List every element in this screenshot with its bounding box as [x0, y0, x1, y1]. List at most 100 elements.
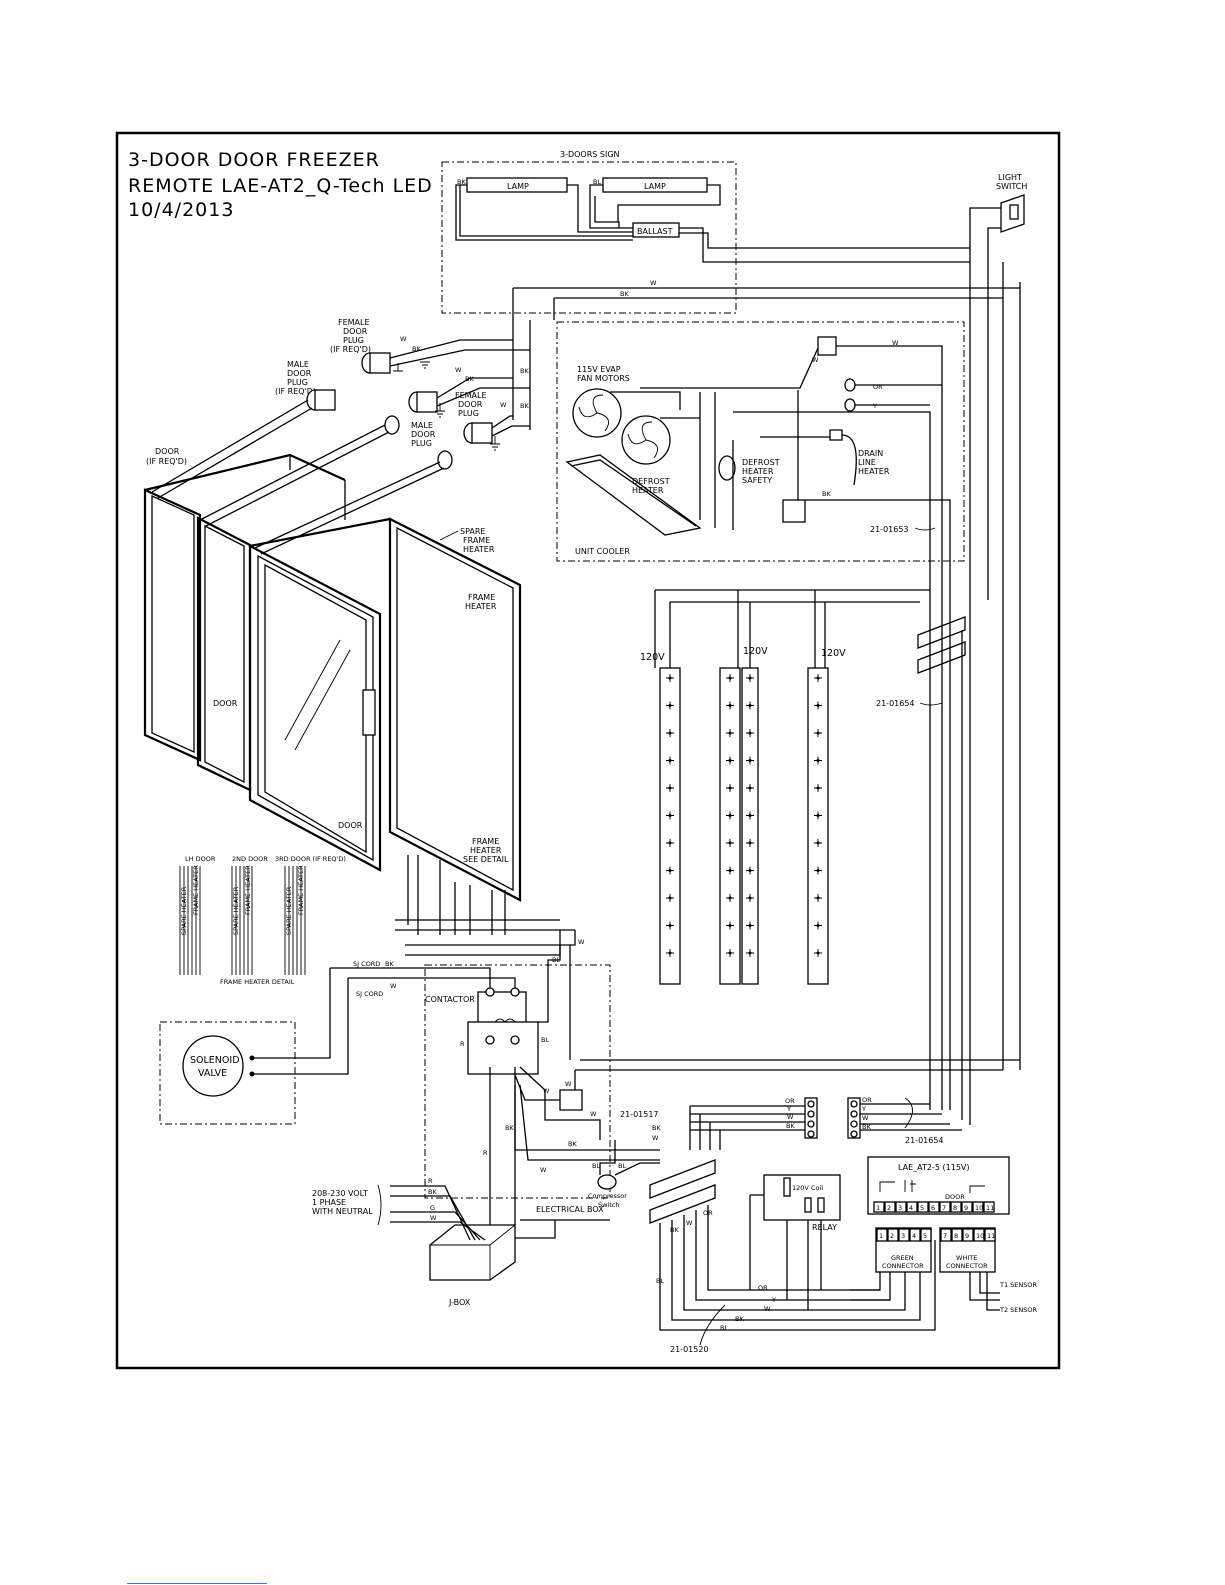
- led-diode: [814, 894, 822, 902]
- cable-1654-a: 21-01654: [876, 699, 915, 708]
- controller-terminal: [895, 1201, 907, 1213]
- cb-w: W: [787, 1113, 794, 1121]
- controller-terminal: [961, 1201, 973, 1213]
- led-diode: [726, 701, 734, 710]
- led-diode: [746, 949, 754, 957]
- cs-bk-1: BK: [652, 1124, 661, 1132]
- fd-caption: FRAME HEATER DETAIL: [220, 978, 295, 986]
- fan-label-1: 115V EVAP: [577, 365, 621, 374]
- led-diode: [726, 839, 734, 847]
- led-diode: [726, 866, 734, 875]
- controller-terminal: [939, 1201, 951, 1213]
- h-or-2: OR: [758, 1284, 768, 1292]
- el-r: R: [483, 1149, 488, 1157]
- connector-block-1: [804, 1097, 818, 1139]
- unit-cooler-label: UNIT COOLER: [575, 547, 630, 556]
- female-plug-2-l2: DOOR: [458, 400, 483, 409]
- cont-bl: BL: [541, 1036, 549, 1044]
- led-diode: [746, 756, 754, 765]
- cable-1520: 21-01520: [670, 1345, 709, 1354]
- connector-cell-number: 10: [976, 1232, 984, 1240]
- led-diode: [726, 729, 734, 737]
- terminal-number: 11: [986, 1204, 994, 1212]
- connector-cell-number: 7: [943, 1232, 947, 1240]
- safety-l3: SAFETY: [742, 476, 772, 485]
- cable-1653: 21-01653: [870, 525, 909, 534]
- frame-see-l3: SEE DETAIL: [463, 855, 509, 864]
- terminal-number: 4: [909, 1204, 913, 1212]
- led-strip-2b: [741, 667, 759, 985]
- male-plug-1-l3: PLUG: [287, 378, 308, 387]
- cs-bl-1: BL: [592, 1162, 600, 1170]
- h-bk: BK: [670, 1226, 679, 1234]
- spare-heater-label: SPARE HEATER: [180, 886, 188, 935]
- contactor-label: CONTACTOR: [425, 995, 475, 1004]
- el-w-4: W: [590, 1110, 597, 1118]
- female-plug-1-l1: FEMALE: [338, 318, 370, 327]
- led-v3: 120V: [821, 648, 846, 659]
- plug-w-1: W: [400, 335, 407, 343]
- controller-terminal: [983, 1201, 995, 1213]
- uc-w2: W: [812, 356, 819, 364]
- drain-l3: HEATER: [858, 467, 890, 476]
- t1-sensor: T1 SENSOR: [999, 1281, 1038, 1289]
- unit-cooler: UNIT COOLER 115V EVAP FAN MOTORS DEFROST…: [556, 321, 965, 580]
- led-strip-1: [659, 667, 681, 985]
- t2-sensor: T2 SENSOR: [999, 1306, 1038, 1314]
- relay: [763, 1174, 841, 1221]
- plug-w-2: W: [455, 366, 462, 374]
- cb2-y: Y: [861, 1105, 866, 1113]
- frame-heater-l2: HEATER: [465, 602, 497, 611]
- defrost-heater-l1: DEFROST: [632, 477, 670, 486]
- frame-heater-label: FRAME HEATER: [244, 865, 252, 915]
- cable-1654-b: 21-01654: [905, 1136, 944, 1145]
- connector-cell: [920, 1228, 932, 1242]
- cb2-bk: BK: [862, 1123, 871, 1131]
- male-plug-1-l2: DOOR: [287, 369, 312, 378]
- frame-see-l2: HEATER: [470, 846, 502, 855]
- led-diode: [746, 921, 754, 930]
- sign-bk-label: BK: [457, 178, 466, 186]
- female-plug-1-l2: DOOR: [343, 327, 368, 336]
- sup-r: R: [428, 1177, 433, 1185]
- male-plug-2-l1: MALE: [411, 421, 433, 430]
- terminal-number: 3: [898, 1204, 902, 1212]
- cable-1517: 21-01517: [620, 1110, 659, 1119]
- comp-switch-l1: Compressor: [588, 1192, 627, 1200]
- connector-cell: [909, 1228, 921, 1242]
- led-diode: [666, 674, 674, 682]
- led-diode: [726, 949, 734, 957]
- el-w-2: W: [540, 1166, 547, 1174]
- connector-cell: [984, 1228, 996, 1242]
- h-or: OR: [703, 1209, 713, 1217]
- terminal-number: 6: [931, 1204, 935, 1212]
- controller-terminal: [950, 1201, 962, 1213]
- safety-l1: DEFROST: [742, 458, 780, 467]
- door-label-3: DOOR: [338, 821, 363, 830]
- frame-heater-label: FRAME HEATER: [192, 865, 200, 915]
- controller-terminal: [873, 1201, 885, 1213]
- controller-terminal: [906, 1201, 918, 1213]
- sup-w: W: [430, 1214, 437, 1222]
- jbox-label: J-BOX: [448, 1298, 471, 1307]
- fan-label-2: FAN MOTORS: [577, 374, 630, 383]
- ballast: [632, 222, 680, 238]
- el-bk-1: BK: [505, 1124, 514, 1132]
- diagram-border: [115, 131, 1061, 1370]
- footer-rule: [127, 1583, 267, 1584]
- spare-frame-l1: SPARE: [460, 527, 485, 536]
- led-diode: [814, 811, 822, 820]
- plug-bk-4: BK: [520, 402, 529, 410]
- controller-section: OR Y W BK OR Y W BK 21-01654 BK W OR BL …: [649, 1096, 1038, 1354]
- led-diode: [666, 811, 674, 820]
- unit-cooler-boundary: [556, 321, 965, 562]
- led-diode: [746, 701, 754, 710]
- female-plug-2-l3: PLUG: [458, 409, 479, 418]
- connector-block-2: [847, 1097, 861, 1139]
- frame-heater-detail: LH DOOR 2ND DOOR 3RD DOOR (IF REQ'D) SPA…: [179, 855, 346, 986]
- female-plug-2-l1: FEMALE: [455, 391, 487, 400]
- terminal-number: 9: [964, 1204, 968, 1212]
- supply-l1: 208-230 VOLT: [312, 1189, 368, 1198]
- male-plug-2-l2: DOOR: [411, 430, 436, 439]
